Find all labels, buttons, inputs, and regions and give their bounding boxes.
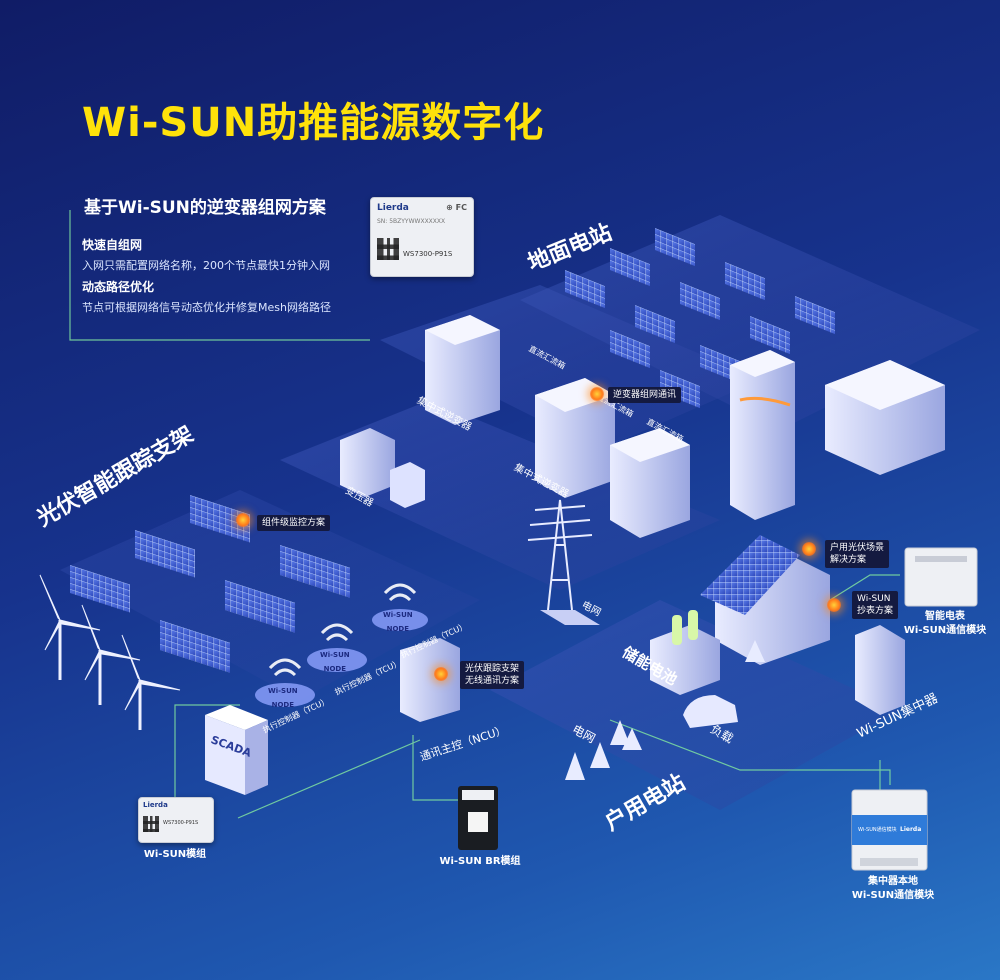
- module-model: WS7300-P91S: [163, 820, 199, 826]
- concentrator-module-badge: Wi-SUN通信模块: [858, 827, 897, 833]
- chip-brand: Lierda: [377, 203, 409, 213]
- central-inverter-2: [535, 378, 615, 498]
- wind-turbines: [39, 574, 181, 730]
- concentrator-module-device: [851, 789, 928, 871]
- module-brand: Lierda: [143, 801, 168, 809]
- node-badge-2: Wi-SUN NODE: [320, 651, 350, 673]
- signal-dot-tracker: [434, 667, 448, 681]
- storage-building: [610, 428, 690, 538]
- feature-desc-1: 入网只需配置网络名称，200个节点最快1分钟入网: [82, 259, 330, 272]
- label-wisun-module: Wi-SUN模组: [143, 849, 207, 860]
- chip-model: WS7300-P91S: [403, 250, 453, 258]
- br-module-device: [458, 786, 498, 850]
- signal-dot-inverter: [590, 387, 604, 401]
- tag-tracker-wireless: 光伏跟踪支架 无线通讯方案: [460, 661, 525, 689]
- power-tower: [527, 499, 600, 625]
- tag-household-pv: 户用光伏场景 解决方案: [825, 540, 890, 568]
- feature-desc-2: 节点可根据网络信号动态优化并修复Mesh网络路径: [82, 301, 331, 314]
- ncu-device: [400, 638, 460, 722]
- qr-code-icon: [377, 238, 399, 260]
- transformer-building: [340, 428, 425, 508]
- tag-component-monitor: 组件级监控方案: [257, 515, 331, 531]
- label-concentrator-module: 集中器本地 Wi-SUN通信模块: [851, 876, 935, 901]
- wisun-chip-module: Lierda ⊕ FC SN: 5BZYYWWXXXXXX WS7300-P91…: [370, 197, 474, 277]
- concentrator-module-brand: Lierda: [900, 826, 922, 833]
- connector-lines: [69, 210, 900, 819]
- label-smart-meter: 智能电表 Wi-SUN通信模块: [903, 611, 987, 636]
- chip-cert-marks: ⊕ FC: [446, 203, 467, 212]
- label-br-module: Wi-SUN BR模组: [439, 856, 521, 867]
- node-badge-1: Wi-SUN NODE: [268, 687, 298, 709]
- wisun-node-pucks: [255, 583, 428, 707]
- office-building: [825, 360, 945, 475]
- chip-serial: SN: 5BZYYWWXXXXXX: [377, 218, 446, 225]
- solution-title: 基于Wi-SUN的逆变器组网方案: [84, 198, 326, 218]
- signal-dot-component: [236, 513, 250, 527]
- trees: [565, 640, 765, 780]
- tower-building: [730, 350, 795, 520]
- car: [683, 695, 738, 728]
- feature-heading-2: 动态路径优化: [82, 280, 155, 294]
- tag-meter-reading: Wi-SUN 抄表方案: [852, 591, 899, 619]
- smart-meter-device: [904, 547, 978, 607]
- central-inverter-1: [425, 315, 500, 425]
- signal-dot-household: [802, 542, 816, 556]
- wisun-module-card: Lierda WS7300-P91S: [138, 797, 214, 843]
- house: [700, 535, 830, 665]
- node-badge-3: Wi-SUN NODE: [383, 611, 413, 633]
- ground-solar-panels: [565, 228, 835, 409]
- tag-inverter-comm: 逆变器组网通讯: [608, 387, 682, 403]
- feature-heading-1: 快速自组网: [82, 238, 143, 252]
- concentrator-device: [855, 625, 905, 715]
- tracker-solar-panels: [70, 494, 350, 673]
- page-title: Wi-SUN助推能源数字化: [82, 100, 545, 146]
- scada-device: [205, 705, 268, 795]
- signal-dot-meter: [827, 598, 841, 612]
- storage-battery: [650, 610, 720, 695]
- qr-code-icon: [143, 816, 159, 832]
